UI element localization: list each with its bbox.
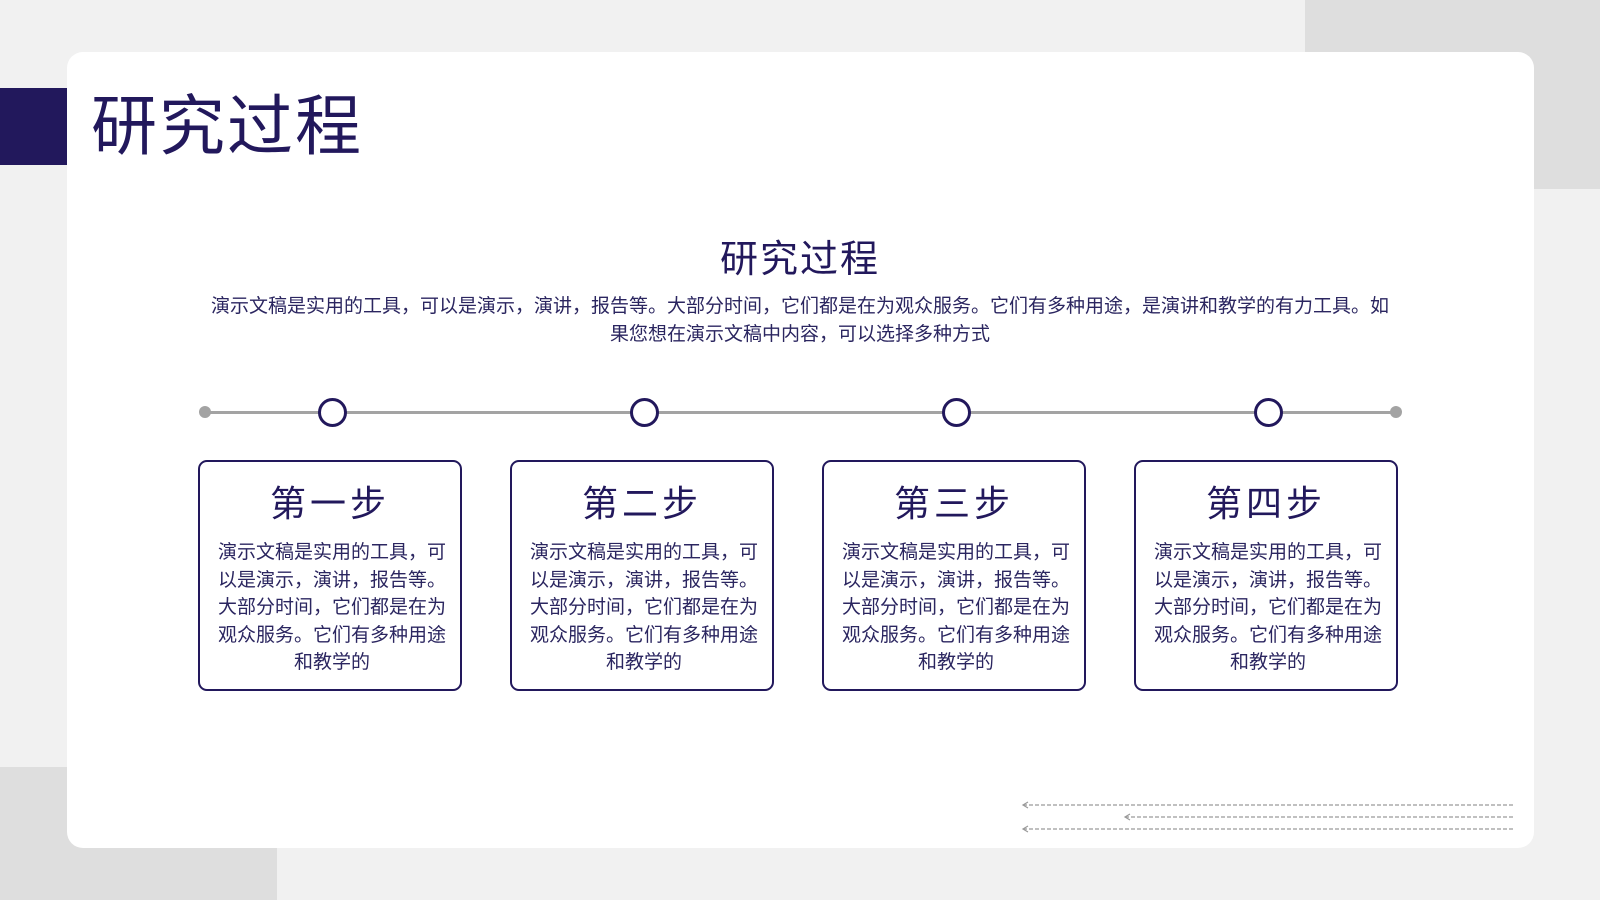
step-card-3: 第三步 演示文稿是实用的工具，可以是演示，演讲，报告等。大部分时间，它们都是在为…: [822, 460, 1086, 691]
slide-title: 研究过程: [91, 88, 363, 165]
step-body: 演示文稿是实用的工具，可以是演示，演讲，报告等。大部分时间，它们都是在为观众服务…: [842, 541, 1071, 673]
step-title: 第四步: [1205, 484, 1326, 525]
section-description: 演示文稿是实用的工具，可以是演示，演讲，报告等。大部分时间，它们都是在为观众服务…: [210, 295, 1389, 345]
step-body: 演示文稿是实用的工具，可以是演示，演讲，报告等。大部分时间，它们都是在为观众服务…: [218, 541, 447, 673]
dashed-left-arrows-icon: [1021, 801, 1514, 833]
step-title: 第二步: [581, 484, 702, 525]
title-accent-bar: [0, 88, 67, 165]
step-card-1: 第一步 演示文稿是实用的工具，可以是演示，演讲，报告等。大部分时间，它们都是在为…: [198, 460, 462, 691]
slide-card: [67, 52, 1534, 848]
step-body: 演示文稿是实用的工具，可以是演示，演讲，报告等。大部分时间，它们都是在为观众服务…: [530, 541, 759, 673]
step-title: 第三步: [893, 484, 1014, 525]
step-title: 第一步: [269, 484, 390, 525]
step-body: 演示文稿是实用的工具，可以是演示，演讲，报告等。大部分时间，它们都是在为观众服务…: [1154, 541, 1383, 673]
step-card-2: 第二步 演示文稿是实用的工具，可以是演示，演讲，报告等。大部分时间，它们都是在为…: [510, 460, 774, 691]
section-title: 研究过程: [719, 237, 880, 281]
step-card-4: 第四步 演示文稿是实用的工具，可以是演示，演讲，报告等。大部分时间，它们都是在为…: [1134, 460, 1398, 691]
